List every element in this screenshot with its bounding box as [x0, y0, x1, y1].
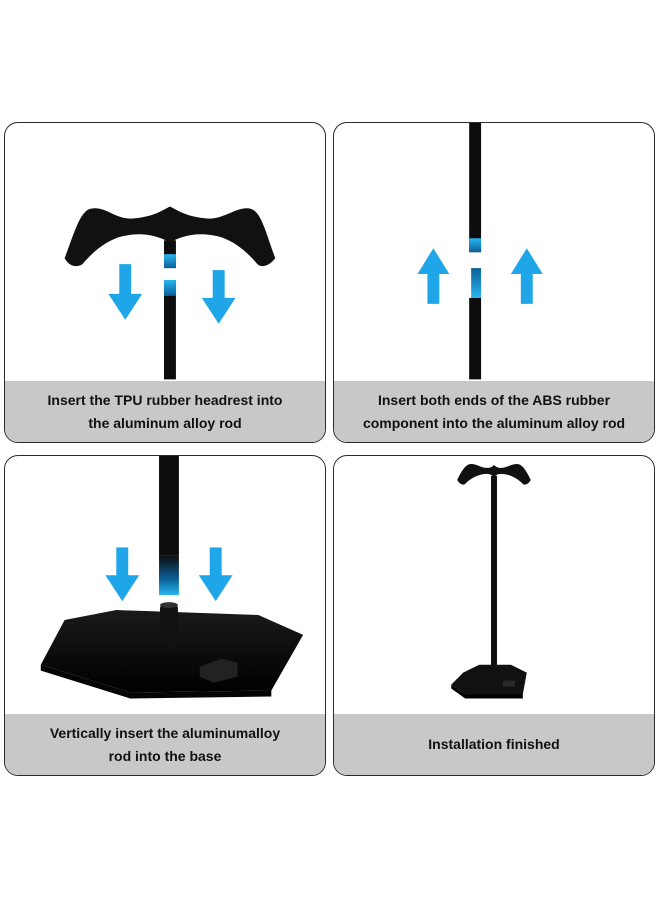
rod [164, 280, 176, 380]
step-caption: Insert the TPU rubber headrest into the … [5, 381, 325, 442]
base-post [160, 605, 178, 647]
arrow-down-icon [105, 547, 140, 602]
step-caption-text: Insert both ends of the ABS rubber compo… [362, 391, 626, 431]
rod [159, 456, 179, 556]
base-pad [199, 658, 238, 683]
abs-component-insert-illustration [417, 123, 543, 380]
step-caption: Insert both ends of the ABS rubber compo… [334, 381, 654, 442]
arrow-down-icon [201, 270, 236, 324]
step-1-panel: Insert the TPU rubber headrest into the … [4, 122, 326, 443]
step-caption-text: Insert the TPU rubber headrest into the … [47, 391, 283, 431]
step-caption-text: Installation finished [428, 736, 560, 752]
step-caption-text: Vertically insert the aluminumalloy rod … [49, 724, 281, 764]
step-caption: Vertically insert the aluminumalloy rod … [5, 714, 325, 775]
rod-base-insert-illustration [40, 456, 304, 699]
abs-component [471, 268, 482, 298]
step-3-panel: Vertically insert the aluminumalloy rod … [4, 455, 326, 776]
hexagon-base [451, 664, 527, 695]
arrow-up-icon [417, 248, 450, 304]
rod [491, 475, 497, 689]
arrow-down-icon [198, 547, 233, 602]
arrow-up-icon [510, 248, 543, 304]
step-2-panel: Insert both ends of the ABS rubber compo… [333, 122, 655, 443]
tpu-headrest [64, 206, 276, 267]
lower-rod [469, 297, 482, 380]
step-caption: Installation finished [334, 714, 654, 775]
headrest [457, 463, 531, 485]
headrest-insert-illustration [64, 206, 276, 380]
step-4-panel: Installation finished [333, 455, 655, 776]
finished-stand-illustration [451, 463, 531, 699]
rod-glow [164, 280, 176, 296]
arrow-down-icon [108, 264, 143, 320]
upper-rod [469, 123, 482, 253]
